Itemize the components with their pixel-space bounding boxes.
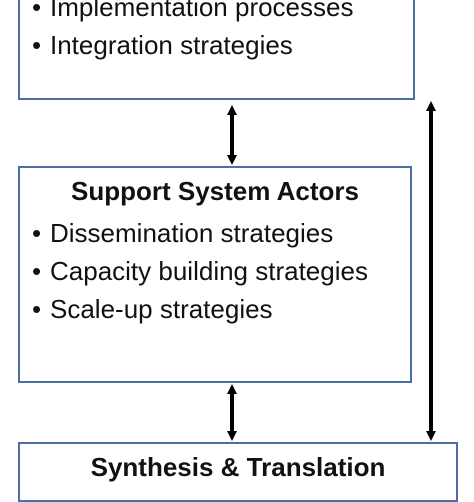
list-item: Scale-up strategies (32, 290, 404, 328)
list-item: Implementation processes (32, 0, 407, 26)
list-item: Dissemination strategies (32, 214, 404, 252)
implementation-box: Implementation processes Integration str… (18, 0, 415, 100)
support-system-list: Dissemination strategies Capacity buildi… (32, 214, 404, 328)
list-item: Capacity building strategies (32, 252, 404, 290)
list-item: Integration strategies (32, 26, 407, 64)
support-system-title: Support System Actors (71, 176, 359, 206)
connector-arrows (227, 101, 436, 441)
support-system-box: Support System Actors Dissemination stra… (18, 166, 412, 383)
implementation-list: Implementation processes Integration str… (32, 0, 407, 64)
